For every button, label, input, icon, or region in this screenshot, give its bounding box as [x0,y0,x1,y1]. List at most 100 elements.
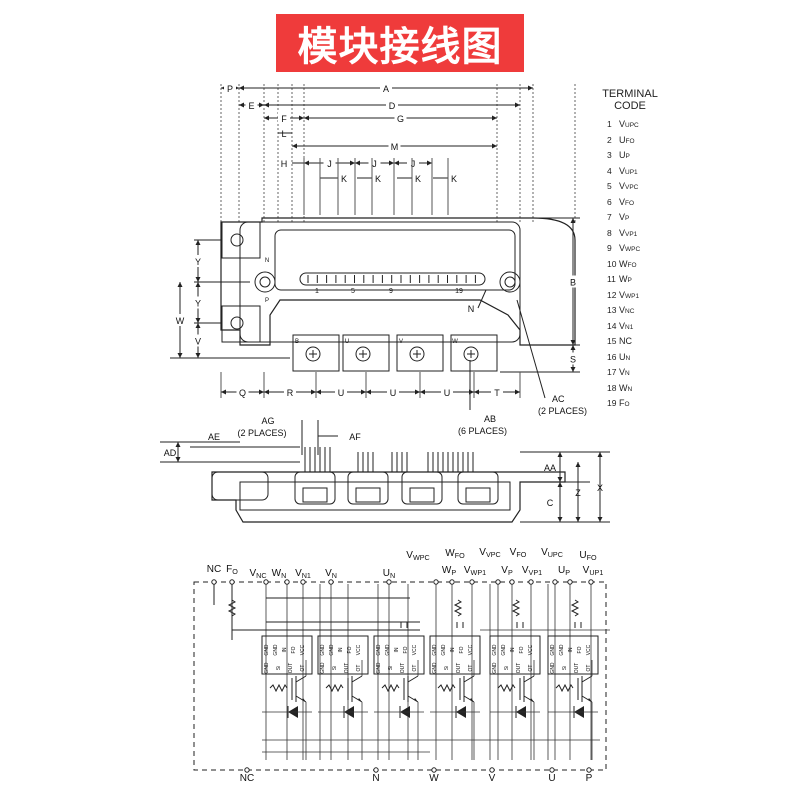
dimension-arrow [350,160,355,166]
ic-top-pin-label: GND [492,644,498,656]
dimension-arrow [575,517,581,522]
dimension-arrow [492,143,497,149]
dimension-label-j: J [372,159,377,169]
terminal-code-number: 9 [607,243,612,253]
pin-label-subscript: P [565,568,570,577]
top-pin-label: UFO [579,550,597,562]
bottom-pin-label: U [548,773,555,784]
pin-label-main: V [541,547,548,558]
resistor-icon [497,683,516,693]
ic-bottom-pin-label: GND [264,662,270,674]
terminal-code-item: 6 VFO [607,195,640,211]
dimension-arrow [259,389,264,395]
pin-label-subscript: WPC [413,553,430,562]
terminal-code-name: U [619,351,626,362]
pin-label-subscript: FO [516,550,526,559]
ic-top-pin-label: VCC [412,644,418,655]
marker-label-n: N [468,304,475,314]
dimension-label-ae: AE [208,432,220,442]
ic-bottom-pin-label: OT [412,665,418,672]
dimension-arrow [175,457,181,462]
ic-top-pin-label: IN [282,647,288,652]
terminal-code-name: W [619,258,628,269]
dimension-label-w: W [176,316,185,326]
dimension-arrow [195,282,201,287]
terminal-code-name: V [619,181,626,191]
terminal-block-p [221,305,261,343]
dimension-arrow [361,389,366,395]
top-pin-label: VUPC [541,547,563,559]
ic-bottom-pin-label: GND [376,662,382,674]
top-pin-label: FO [226,564,238,576]
terminal-code-subscript: N [627,385,633,393]
ic-bottom-pin-label: GND [492,662,498,674]
pin-node [373,767,379,773]
pin-label-main: W [442,565,452,576]
terminal-code-number: 3 [607,150,612,160]
ic-bottom-pin-label: Si [388,666,394,670]
terminal-code-item: 4 VUP1 [607,164,640,180]
side-view-nut [302,487,328,503]
pin-label-subscript: VPC [486,550,501,559]
igbt-arrow-icon [588,698,592,702]
top-pin-label: VVPC [479,547,500,559]
dimension-arrow [557,482,563,487]
side-view-terminal-block [401,471,443,505]
dimension-arrow [304,160,309,166]
pin-node [263,579,269,585]
terminal-code-subscript: FO [627,261,637,269]
terminal-code-subscript: UP1 [625,168,638,176]
pin-node [229,579,235,585]
pin-node [489,767,495,773]
dimension-label-ag-note: (2 PLACES) [237,428,286,438]
pin-node [244,767,250,773]
terminal-tag: W [452,339,458,345]
ic-bottom-pin-label: OT [356,665,362,672]
terminal-code-subscript: FO [625,199,635,207]
resistor-icon [570,599,580,617]
terminal-code-number: 19 [607,398,617,408]
dimension-arrow [304,115,309,121]
dimension-arrow [175,442,181,447]
ic-top-pin-label: FO [577,646,583,653]
top-pin-label: WP [442,565,456,577]
label-mask [174,314,186,326]
schematic-boundary [193,581,607,771]
dimension-arrow [515,102,520,108]
pin-header-strip [299,272,486,286]
terminal-code-name: F [619,398,625,408]
dimension-arrow [528,85,533,91]
top-pin-label: NC [207,564,221,575]
dimension-arrow [557,517,563,522]
dimension-label-u: U [338,388,345,398]
dimension-arrow [239,102,244,108]
callout-note-ac: (2 PLACES) [538,406,587,416]
terminal-code-item: 2 UFO [607,133,640,149]
bottom-pin-label: W [429,773,439,784]
dimension-arrow [570,218,576,223]
page-title: 模块接线图 [276,14,524,72]
dimension-label-h: H [281,159,288,169]
terminal-code-number: 6 [607,196,612,207]
ic-bottom-pin-label: GND [550,662,556,674]
resistor-icon [555,683,574,693]
label-mask [278,112,290,124]
label-mask [323,157,336,169]
dimension-arrow [597,517,603,522]
ic-top-pin-label: IN [450,647,456,652]
pin-label-subscript: UPC [548,550,563,559]
output-terminal [292,334,340,372]
resistor-icon [227,599,237,617]
terminal-code-number: 1 [607,119,612,129]
bottom-pin-label: V [489,773,496,784]
igbt-icon [523,675,535,683]
screw-icon [230,233,244,247]
ic-top-pin-label: GND [376,644,382,656]
dimension-label-x: X [597,483,603,493]
label-mask [224,82,236,94]
pin-label-main: V [406,550,413,561]
ic-bottom-pin-label: Si [444,666,450,670]
ic-bottom-pin-label: OT [468,665,474,672]
module-body-outline [220,217,576,346]
dimension-arrow [366,389,371,395]
